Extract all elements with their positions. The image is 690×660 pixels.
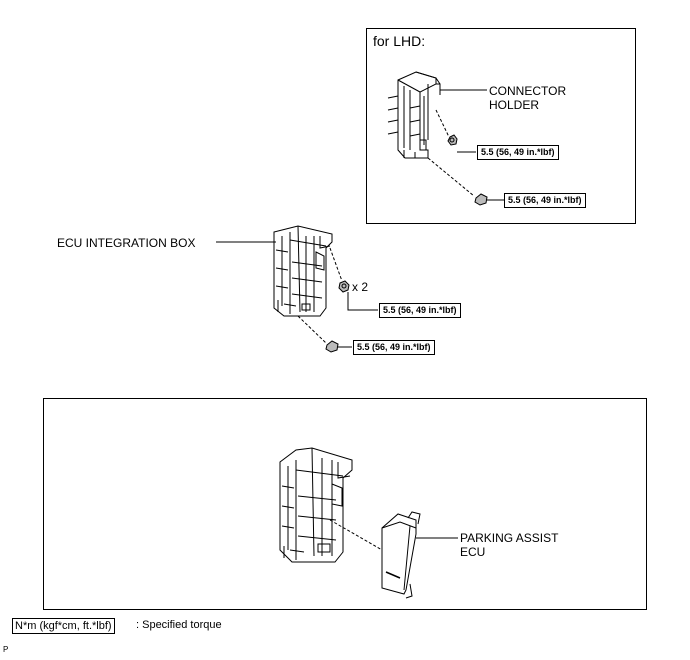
ecu-integration-box-drawing xyxy=(273,225,333,317)
torque-unit-box: N*m (kgf*cm, ft.*lbf) xyxy=(12,618,115,634)
torque-legend-description: : Specified torque xyxy=(136,619,222,631)
parking-assist-ecu-drawing xyxy=(381,511,421,599)
integration-fasteners xyxy=(325,280,350,353)
parking-assist-frame xyxy=(43,398,647,610)
connector-holder-label-line1: CONNECTOR xyxy=(489,84,567,98)
lhd-inset-title: for LHD: xyxy=(373,33,426,49)
lhd-bolt-torque-label: 5.5 (56, 49 in.*lbf) xyxy=(504,193,586,208)
lhd-fasteners xyxy=(447,134,494,206)
parking-assist-ecu-label-line1: PARKING ASSIST xyxy=(460,531,559,545)
quantity-label: x 2 xyxy=(352,280,369,294)
connector-holder-drawing xyxy=(387,71,441,159)
integration-nut-torque-label: 5.5 (56, 49 in.*lbf) xyxy=(379,303,461,318)
ecu-integration-box-bottom-drawing xyxy=(279,447,353,563)
lhd-nut-torque-label: 5.5 (56, 49 in.*lbf) xyxy=(477,145,559,160)
connector-holder-label-line2: HOLDER xyxy=(489,98,540,112)
corner-mark: P xyxy=(3,645,9,654)
parking-assist-ecu-label-line2: ECU xyxy=(460,545,486,559)
ecu-integration-box-label: ECU INTEGRATION BOX xyxy=(57,236,196,250)
integration-bolt-torque-label: 5.5 (56, 49 in.*lbf) xyxy=(353,340,435,355)
lhd-inset-frame xyxy=(366,28,636,224)
